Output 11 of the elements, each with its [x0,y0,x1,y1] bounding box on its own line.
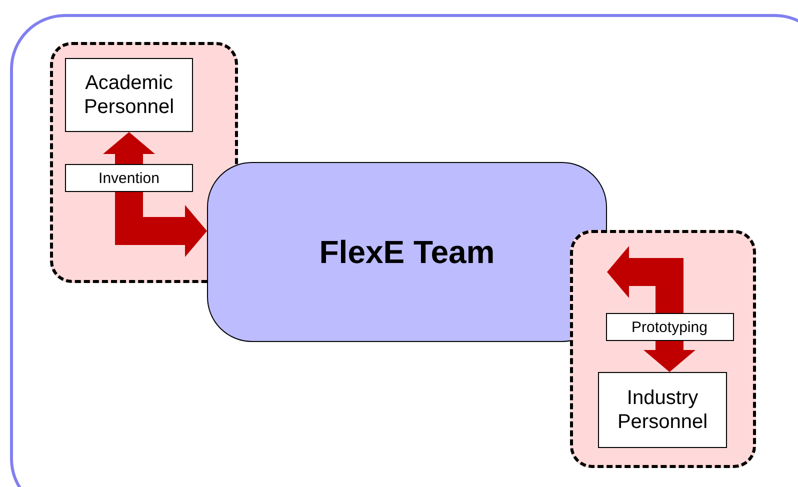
person-box [65,58,193,132]
person-label: Industry Personnel [616,386,709,434]
arrow [607,246,696,372]
diagram-frame [10,14,798,487]
person-label: Academic Personnel [82,71,176,119]
team-name: FlexE Team [319,234,495,270]
edge-label: Prototyping [606,313,734,341]
person-box [598,372,727,448]
team-box [207,162,607,342]
arrow [103,132,207,257]
edge-label: Invention [65,164,193,192]
